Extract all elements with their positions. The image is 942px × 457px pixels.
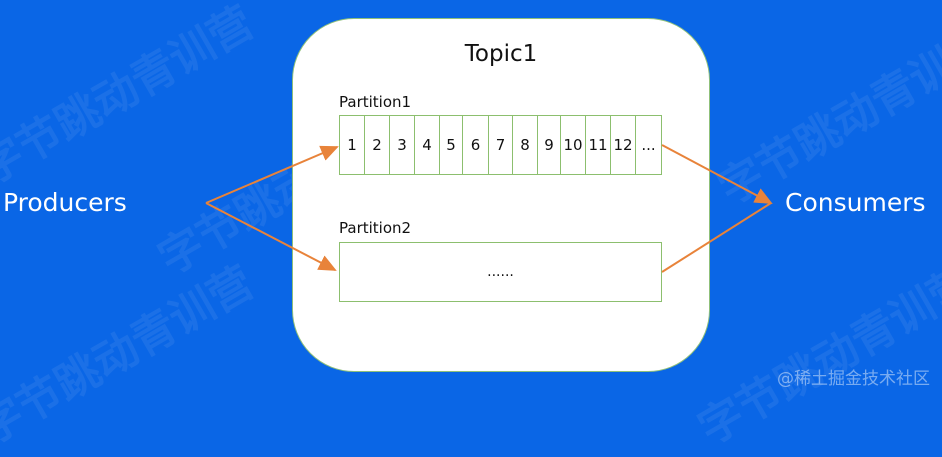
partition1-log: 1 2 3 4 5 6 7 8 9 10 11 12 ... [339, 115, 662, 175]
offset-cell: 2 [365, 116, 390, 174]
partition1-label: Partition1 [339, 93, 412, 111]
offset-cell: 3 [390, 116, 415, 174]
credit-watermark: @稀土掘金技术社区 [777, 369, 930, 389]
flow-arrows [205, 144, 773, 273]
offset-cell: 7 [489, 116, 513, 174]
topic-title: Topic1 [464, 41, 538, 67]
producers-label: Producers [3, 188, 127, 217]
offset-cell: 9 [538, 116, 561, 174]
offset-cell: 4 [415, 116, 440, 174]
offset-cell: 5 [440, 116, 463, 174]
offset-cell: ... [641, 136, 656, 154]
topic-box: Topic1 [292, 18, 710, 372]
offset-cell: 1 [340, 116, 365, 174]
offset-cell: 6 [463, 116, 489, 174]
offset-cell: 12 [611, 116, 636, 174]
offset-cell: 10 [561, 116, 586, 174]
offset-cell: 8 [513, 116, 538, 174]
offset-cell: 11 [586, 116, 611, 174]
consumers-label: Consumers [785, 188, 926, 217]
partition2-content: ...... [487, 264, 514, 280]
partition2-log: ...... [339, 242, 662, 302]
partition2-label: Partition2 [339, 219, 412, 237]
